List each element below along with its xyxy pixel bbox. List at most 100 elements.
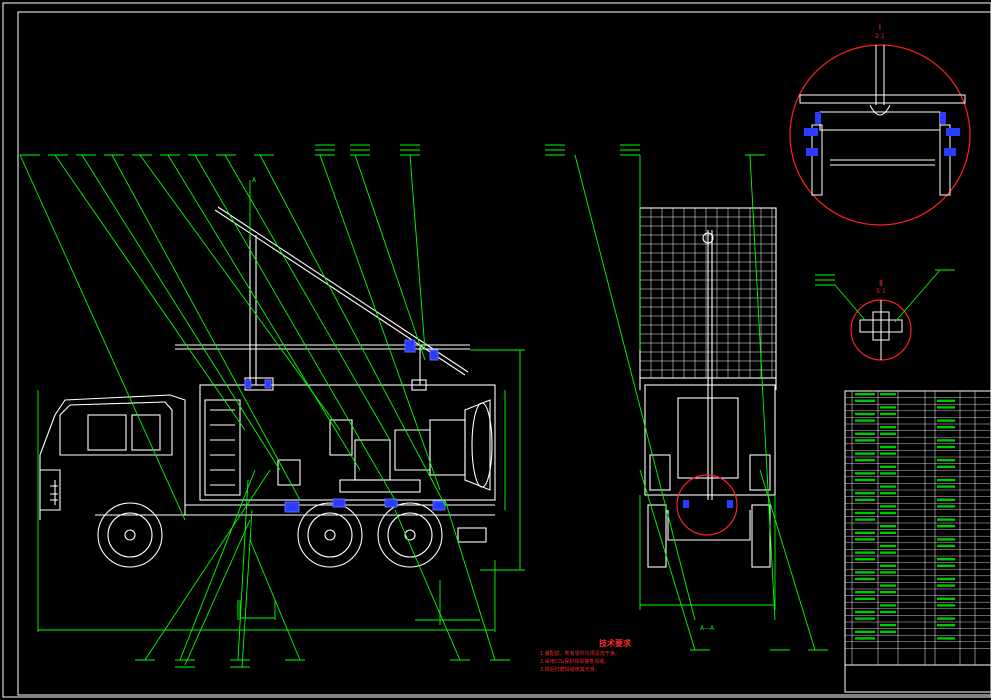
parts-table-cell-mark	[855, 610, 875, 614]
parts-table-cell-mark	[937, 439, 955, 442]
parts-table-cell-mark	[880, 406, 896, 409]
parts-table-cell-mark	[855, 432, 875, 435]
parts-table-cell-mark	[937, 577, 955, 581]
side-view-dimensions	[37, 349, 525, 632]
parts-table-cell-mark	[937, 445, 955, 449]
parts-table-cell-mark	[855, 637, 875, 640]
parts-table-cell-mark	[880, 485, 896, 488]
view-arrow-label: A	[252, 177, 257, 184]
detail-view-one	[789, 44, 971, 226]
parts-table-cell-mark	[880, 604, 896, 607]
detail-two-label: Ⅱ	[879, 279, 883, 288]
parts-table-cell-mark	[937, 426, 955, 429]
parts-table-cell-mark	[880, 426, 896, 429]
parts-table-cell-mark	[937, 617, 955, 620]
parts-table-cell-mark	[855, 577, 875, 581]
parts-list-table	[844, 390, 991, 693]
parts-table-cell-mark	[937, 597, 955, 600]
parts-table-cell-mark	[880, 531, 896, 534]
parts-table-cell-mark	[937, 564, 955, 567]
parts-table-cell-mark	[855, 511, 875, 515]
parts-table-cell-mark	[855, 498, 875, 501]
parts-table-cell-mark	[937, 498, 955, 501]
parts-table-cell-mark	[855, 478, 875, 482]
side-view-leaders	[19, 144, 510, 669]
parts-table-cell-mark	[855, 459, 875, 462]
parts-table-cell-mark	[855, 591, 875, 594]
parts-table-cell-mark	[937, 406, 955, 409]
parts-table-cell-mark	[855, 538, 875, 541]
parts-table-cell-mark	[880, 432, 896, 435]
parts-table-cell-mark	[880, 610, 896, 614]
parts-table-cell-mark	[937, 399, 955, 402]
parts-table-cell-mark	[880, 511, 896, 515]
parts-table-cell-mark	[880, 564, 896, 567]
parts-table-cell-mark	[855, 518, 875, 521]
parts-table-cell-mark	[937, 544, 955, 548]
detail-one-label: Ⅰ	[879, 23, 882, 33]
parts-table-frame	[844, 390, 991, 693]
parts-table-cell-mark	[880, 630, 896, 633]
parts-table-cell-mark	[880, 544, 896, 548]
parts-table-cell-mark	[937, 584, 955, 587]
parts-table-cell-mark	[855, 551, 875, 554]
parts-table-cell-mark	[937, 485, 955, 488]
parts-table-cell-mark	[937, 525, 955, 528]
parts-table-cell-mark	[880, 584, 896, 587]
parts-table-cell-mark	[880, 452, 896, 455]
parts-table-cell-mark	[880, 551, 896, 554]
parts-table-cell-mark	[880, 525, 896, 528]
parts-table-cell-mark	[855, 472, 875, 475]
parts-table-cell-mark	[855, 630, 875, 633]
parts-table-cell-mark	[880, 465, 896, 468]
section-view-label: A—A	[700, 625, 715, 632]
parts-table-cell-mark	[855, 452, 875, 455]
parts-table-cell-mark	[880, 591, 896, 594]
rear-view-blue-parts	[683, 500, 733, 508]
detail-two-ratio: 5:1	[876, 288, 886, 295]
parts-table-cell-mark	[937, 465, 955, 468]
detail-view-two	[815, 269, 955, 361]
parts-table-cell-mark	[937, 459, 955, 462]
parts-table-cell-mark	[855, 393, 875, 396]
parts-table-cell-mark	[880, 393, 896, 396]
parts-table-cell-mark	[937, 624, 955, 627]
detail-one-ratio: 2:1	[875, 33, 885, 40]
parts-table-cell-mark	[855, 412, 875, 416]
parts-table-cell-mark	[855, 492, 875, 495]
parts-table-cell-mark	[880, 412, 896, 416]
parts-table-cell-mark	[937, 558, 955, 561]
technical-note-line: 3.焊后打磨焊缝使其光滑。	[540, 667, 600, 673]
technical-requirements-title: 技术要求	[599, 639, 631, 648]
drawing-frame-inner	[17, 11, 991, 696]
technical-note-line: 1.装配前，所有零件均须清洗干净。	[540, 651, 620, 657]
parts-table-cell-mark	[855, 399, 875, 402]
parts-table-cell-mark	[937, 478, 955, 482]
parts-table-cell-mark	[855, 558, 875, 561]
parts-table-cell-mark	[937, 518, 955, 521]
rear-view-leaders	[545, 144, 828, 651]
parts-table-cell-mark	[855, 617, 875, 620]
parts-table-cell-mark	[855, 597, 875, 600]
technical-note-line: 2.采用CO₂保护焊焊接各焊缝。	[540, 659, 610, 665]
parts-table-cell-mark	[937, 604, 955, 607]
parts-table-cell-mark	[880, 571, 896, 574]
parts-table-cell-mark	[855, 419, 875, 422]
parts-table-cell-mark	[937, 419, 955, 422]
technical-requirements: 技术要求 1.装配前，所有零件均须清洗干净。 2.采用CO₂保护焊焊接各焊缝。 …	[540, 640, 690, 674]
rear-detail-marker	[676, 474, 738, 536]
parts-table-cell-mark	[855, 531, 875, 534]
solar-panel-grid	[639, 207, 776, 378]
title-block	[844, 664, 991, 693]
parts-table-cell-mark	[855, 571, 875, 574]
parts-table-cell-mark	[880, 624, 896, 627]
parts-table-cell-mark	[937, 538, 955, 541]
side-view-blue-parts	[244, 339, 446, 513]
parts-table-cell-mark	[855, 439, 875, 442]
parts-table-cell-mark	[880, 505, 896, 508]
parts-table-cell-mark	[880, 445, 896, 449]
parts-table-cell-mark	[937, 637, 955, 640]
